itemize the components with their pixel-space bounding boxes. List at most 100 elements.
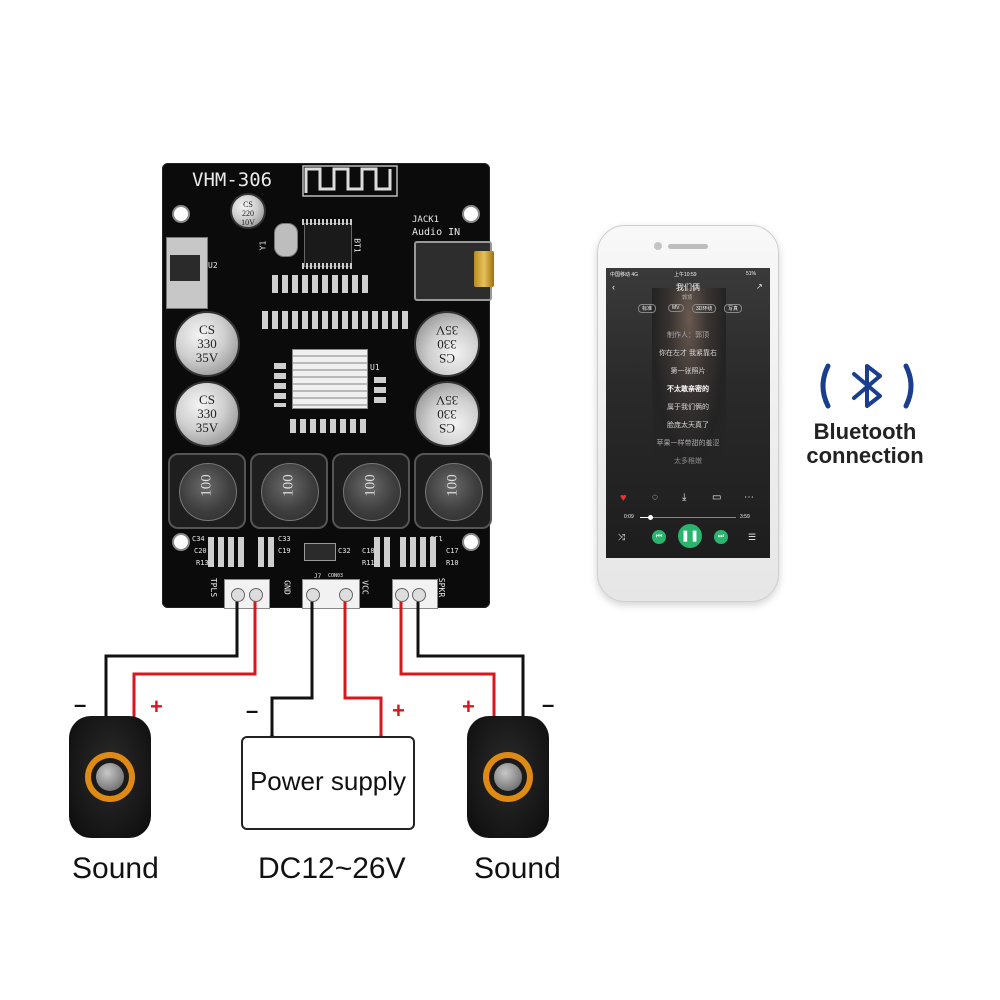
bluetooth-label-line2: connection [806, 443, 924, 468]
amplifier-heatsink [292, 349, 368, 409]
smd-label-r11: R11 [362, 559, 375, 567]
inductor-3: 100 [332, 453, 410, 529]
screw [231, 588, 245, 602]
phone-speaker-slot [668, 244, 708, 249]
previous-button[interactable]: ⏮ [652, 530, 666, 544]
wire-right-black [416, 600, 525, 722]
bluetooth-label: Bluetooth connection [790, 420, 940, 468]
capacitor-330uf-left-top: CS 330 35V [174, 311, 240, 377]
mount-hole [462, 533, 480, 551]
comment-icon[interactable]: ◌ [652, 492, 658, 503]
pin-label-con03: CON03 [328, 573, 344, 579]
bluetooth-icon [820, 363, 914, 409]
regulator-body [170, 255, 200, 281]
left-speaker [69, 716, 151, 838]
smd-row [262, 311, 412, 329]
status-battery: 51% [746, 271, 757, 277]
mount-hole [172, 533, 190, 551]
jack-sub-label: Audio IN [412, 227, 461, 238]
download-icon[interactable]: ⤓ [682, 492, 687, 503]
more-comments-icon[interactable]: ▭ [712, 492, 722, 503]
pause-button[interactable]: ❚❚ [678, 524, 702, 548]
back-icon[interactable]: ‹ [612, 282, 615, 292]
time-elapsed: 0:09 [624, 514, 634, 520]
jack-label: JACK1 [412, 215, 440, 225]
smd-row [290, 419, 366, 433]
smd-label-c19: C19 [278, 547, 291, 555]
playlist-icon[interactable]: ☰ [748, 532, 757, 542]
progress-thumb[interactable] [648, 515, 653, 520]
pin-label-j7: J7 [314, 573, 322, 580]
screw [339, 588, 353, 602]
status-carrier: 中国移动 4G [610, 272, 639, 278]
smd-row [400, 537, 440, 567]
lyric-line: 制作人：郭顶 [667, 332, 709, 339]
speaker-cone [96, 763, 124, 791]
progress-track[interactable] [640, 517, 736, 518]
status-time: 上午10:59 [674, 272, 697, 278]
antenna-trace [302, 165, 398, 197]
bluetooth-label-line1: Bluetooth [813, 419, 917, 444]
smd-label-r13: R13 [196, 559, 209, 567]
inductor-core [425, 463, 483, 521]
heart-icon[interactable]: ♥ [620, 492, 627, 504]
right-plus-sign: + [462, 694, 475, 719]
smd-column [274, 363, 286, 407]
smd-label-c17: C17 [446, 547, 459, 555]
shuffle-icon[interactable]: ⤨ [618, 532, 626, 542]
smartphone: 中国移动 4G 上午10:59 51% ‹ 我们俩 ↗ 郭顶 标准 MV 3D环… [597, 225, 779, 602]
inductor-core [261, 463, 319, 521]
cap-label: 35V [195, 420, 219, 435]
chip-pins [302, 263, 352, 269]
tag-standard[interactable]: 标准 [638, 304, 657, 313]
right-minus-sign: – [542, 692, 555, 717]
screw [412, 588, 426, 602]
mount-hole [172, 205, 190, 223]
diode-d2 [304, 543, 336, 561]
chip-pins [302, 219, 352, 225]
power-minus-sign: – [246, 698, 259, 723]
menu-icon[interactable]: ⋯ [744, 492, 754, 503]
u1-label: U1 [370, 363, 380, 372]
audio-jack-barrel [474, 251, 494, 287]
wire-left-black [104, 600, 239, 722]
next-button[interactable]: ⏭ [714, 530, 728, 544]
power-supply-box: Power supply [241, 736, 415, 830]
smd-row [272, 275, 368, 293]
speaker-inner [91, 758, 129, 796]
lyric-line: 第一张照片 [670, 368, 706, 375]
cap-label: 220 [242, 209, 254, 218]
voltage-label: DC12~26V [258, 852, 406, 885]
lyric-line: 你在左才 我紧靠右 [659, 350, 717, 357]
wire-right-red [399, 600, 496, 722]
smd-label-c32: C32 [338, 547, 351, 555]
speaker-inner [489, 758, 527, 796]
lyric-line-current: 不太敢亲密的 [667, 386, 709, 393]
screw [395, 588, 409, 602]
tag-mv[interactable]: MV [668, 304, 684, 312]
cap-label: CS [243, 200, 253, 209]
power-supply-label: Power supply [249, 766, 407, 796]
left-plus-sign: + [150, 694, 163, 719]
share-icon[interactable]: ↗ [756, 282, 763, 291]
artist-name: 郭顶 [682, 295, 693, 301]
smd-column [374, 377, 386, 407]
lyric-line: 属于我们俩的 [667, 404, 709, 411]
left-speaker-label: Sound [72, 852, 159, 885]
artist-photo [652, 288, 726, 458]
tag-3d[interactable]: 3D环绕 [692, 304, 717, 313]
capacitor-330uf-left-bottom: CS 330 35V [174, 381, 240, 447]
right-speaker [467, 716, 549, 838]
smd-row [374, 537, 394, 567]
smd-label-c20: C20 [194, 547, 207, 555]
cap-label: 330 [197, 406, 217, 421]
lyric-line: 太多稚嫩 [674, 458, 702, 465]
lyric-line: 苹果一样带甜的羞涩 [656, 440, 720, 447]
smd-label-c18: C18 [362, 547, 375, 555]
inductor-4: 100 [414, 453, 492, 529]
tag-photo[interactable]: 写真 [724, 304, 743, 313]
bluetooth-chip [304, 223, 352, 267]
inductor-2: 100 [250, 453, 328, 529]
